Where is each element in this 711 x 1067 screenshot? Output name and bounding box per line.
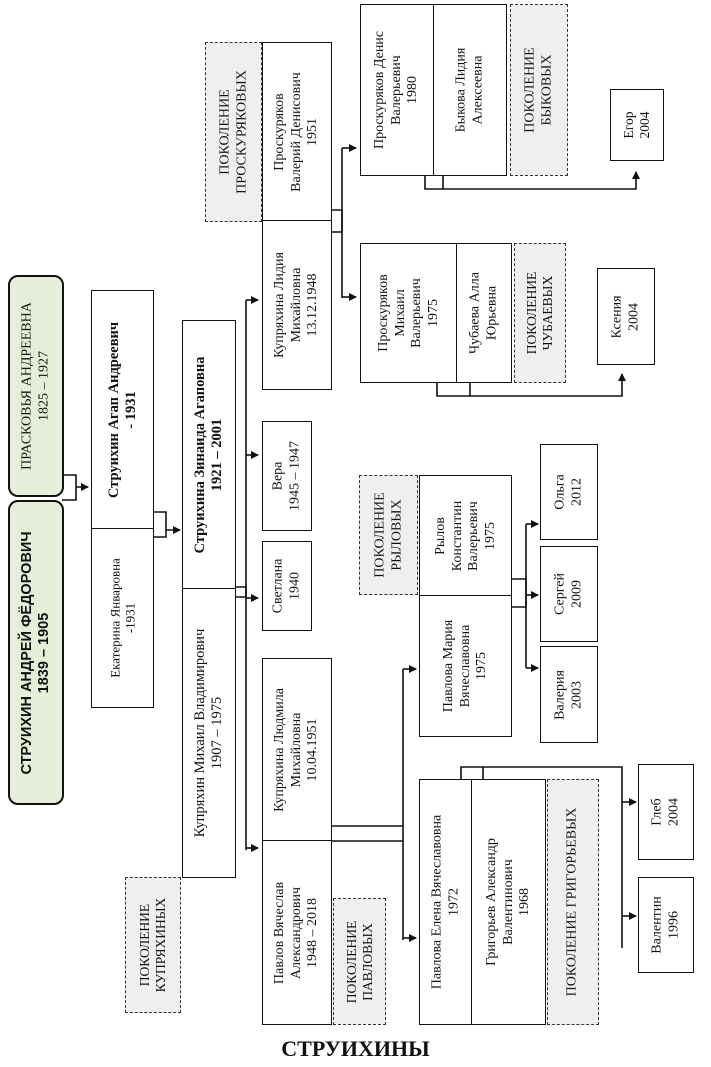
person-dates: -1931 — [122, 602, 138, 634]
person-lyudmila-kupryakhina[interactable]: Купряхина Людмила Михайловна 10.04.1951 — [262, 658, 332, 842]
person-mikhail-kupryakhin[interactable]: Купряхин Михаил Владимирович 1907 – 1975 — [182, 588, 236, 878]
person-name: ПРАСКОВЬЯ АНДРЕЕВНА — [19, 302, 35, 470]
person-dates: 1825 – 1927 — [36, 351, 51, 421]
person-svetlana[interactable]: Светлана 1940 — [262, 541, 312, 631]
connector — [332, 209, 343, 233]
generation-grigorievy: ПОКОЛЕНИЕ ГРИГОРЬЕВЫХ — [547, 779, 599, 1025]
person-olga[interactable]: Ольга 2012 — [540, 444, 598, 540]
person-andrey-struikhin[interactable]: СТРУИХИН АНДРЕЙ ФЁДОРОВИЧ 1839 – 1905 — [8, 500, 64, 805]
person-agap-struikhin[interactable]: Струихин Агап Андреевич - 1931 — [91, 290, 154, 530]
person-kseniya[interactable]: Ксения 2004 — [597, 268, 655, 365]
generation-chubaevy: ПОКОЛЕНИЕ ЧУБАЕВЫХ — [514, 243, 566, 383]
connector — [436, 374, 622, 397]
person-valeriy-proskuryakov[interactable]: Проскуряков Валерий Денисович 1951 — [262, 42, 332, 222]
connector — [512, 578, 527, 608]
connector — [424, 172, 636, 190]
person-elena-pavlova[interactable]: Павлова Елена Вячеславовна 1972 — [419, 779, 473, 1025]
person-dates: - 1931 — [122, 391, 139, 429]
generation-pavlovy: ПОКОЛЕНИЕ ПАВЛОВЫХ — [333, 898, 386, 1025]
person-gleb[interactable]: Глеб 2004 — [638, 764, 694, 860]
person-denis-proskuryakov[interactable]: Проскуряков Денис Валерьевич 1980 — [360, 4, 434, 176]
person-vyacheslav-pavlov[interactable]: Павлов Вячеслав Александрович 1948 – 201… — [262, 840, 332, 1025]
connector — [331, 825, 403, 842]
person-name: Струихина Зинаида Агаповна — [191, 356, 208, 554]
person-vera[interactable]: Вера 1945 – 1947 — [262, 421, 312, 531]
connector — [153, 511, 180, 537]
person-mikhail-proskuryakov[interactable]: Проскуряков Михаил Валерьевич 1975 — [360, 243, 457, 383]
person-zinaida-struikhina[interactable]: Струихина Зинаида Агаповна 1921 – 2001 — [182, 320, 236, 590]
connector — [460, 766, 623, 948]
person-lidia-bykova[interactable]: Быкова Лидия Алексеевна — [433, 4, 507, 176]
person-sergey[interactable]: Сергей 2009 — [540, 546, 598, 642]
person-alla-chubaeva[interactable]: Чубаева Алла Юрьевна — [456, 243, 512, 383]
person-dates: 1921 – 2001 — [209, 418, 225, 492]
person-maria-pavlova[interactable]: Павлова Мария Вячеславовна 1975 — [419, 595, 512, 737]
generation-rylovy: ПОКОЛЕНИЕ РЫЛОВЫХ — [359, 475, 418, 595]
person-dates: 1907 – 1975 — [209, 696, 225, 770]
person-konstantin-rylov[interactable]: Рылов Константин Валерьевич 1975 — [419, 475, 512, 597]
person-name: Екатерина Январовна — [107, 558, 123, 678]
person-egor[interactable]: Егор 2004 — [610, 89, 664, 161]
person-dates: 1839 – 1905 — [36, 612, 52, 693]
person-valentin[interactable]: Валентин 1996 — [638, 877, 694, 973]
person-name: Купряхин Михаил Владимирович — [191, 628, 208, 838]
generation-bykovy: ПОКОЛЕНИЕ БЫКОВЫХ — [510, 4, 568, 176]
person-praskovya[interactable]: ПРАСКОВЬЯ АНДРЕЕВНА 1825 – 1927 — [8, 275, 64, 497]
person-ekaterina[interactable]: Екатерина Январовна -1931 — [91, 528, 154, 708]
diagram-title: СТРУИХИНЫ — [281, 1036, 430, 1061]
person-aleksandr-grigoriev[interactable]: Григорьев Александр Валентинович 1968 — [471, 779, 546, 1025]
generation-kupryakhiny: ПОКОЛЕНИЕ КУПРЯХИНЫХ — [125, 877, 181, 1013]
person-valeria[interactable]: Валерия 2003 — [540, 646, 598, 743]
generation-proskuryakovy: ПОКОЛЕНИЕ ПРОСКУРЯКОВЫХ — [205, 42, 262, 222]
person-name: СТРУИХИН АНДРЕЙ ФЁДОРОВИЧ — [18, 530, 35, 775]
person-lidia-kupryakhina[interactable]: Купряхина Лидия Михайловна 13.12.1948 — [262, 220, 332, 390]
person-name: Струихин Агап Андреевич — [105, 321, 122, 499]
connector — [62, 474, 88, 501]
